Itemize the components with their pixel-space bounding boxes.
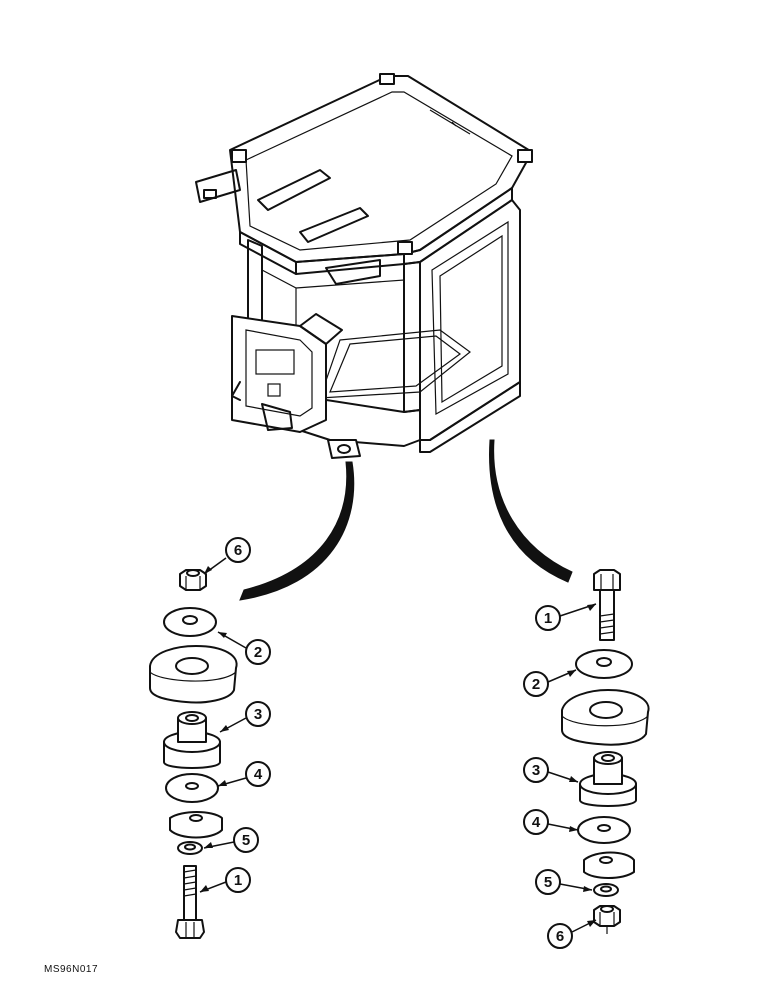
- cab-frame: [195, 73, 533, 459]
- left-transfer-arrow: [239, 461, 355, 601]
- callout-left-4-label: 4: [254, 766, 263, 783]
- callout-right-2-label: 2: [532, 676, 540, 693]
- callout-left-5-label: 5: [242, 832, 250, 849]
- right-washer-2: [575, 649, 633, 679]
- callout-left-6: 6: [203, 537, 251, 575]
- right-bolt: [593, 569, 621, 641]
- right-washer-4: [577, 816, 631, 844]
- right-isolator-pad: [561, 689, 650, 746]
- left-mount-stack: [149, 569, 238, 939]
- left-bushing-3: [163, 711, 221, 769]
- left-washer-5: [177, 841, 203, 855]
- left-washer-4: [165, 773, 219, 803]
- callout-left-1: 1: [199, 867, 251, 893]
- callout-right-5: 5: [535, 869, 593, 895]
- callout-left-4: 4: [217, 761, 271, 787]
- callout-right-4-label: 4: [532, 814, 541, 831]
- left-washer-2: [163, 607, 217, 637]
- callout-left-3: 3: [219, 701, 271, 733]
- callout-left-6-label: 6: [234, 542, 242, 559]
- left-lower-pad: [169, 811, 223, 839]
- right-mount-stack: [561, 569, 650, 934]
- callout-right-2: 2: [523, 669, 577, 697]
- callout-right-1: 1: [535, 603, 597, 631]
- right-washer-5: [593, 883, 619, 897]
- left-isolator-pad: [149, 645, 238, 704]
- callout-left-1-label: 1: [234, 872, 242, 889]
- callout-right-6: 6: [547, 919, 597, 949]
- right-transfer-arrow: [489, 439, 573, 583]
- callout-right-6-label: 6: [556, 928, 564, 945]
- left-nut: [179, 569, 207, 591]
- drawing-code: MS96N017: [44, 964, 99, 975]
- callout-right-4: 4: [523, 809, 579, 835]
- right-nut: [593, 905, 621, 934]
- callout-right-5-label: 5: [544, 874, 552, 891]
- callout-right-3-label: 3: [532, 762, 540, 779]
- callout-left-5: 5: [203, 827, 259, 853]
- right-bushing-3: [579, 751, 637, 807]
- callout-right-3: 3: [523, 757, 579, 783]
- right-lower-pad: [583, 851, 635, 879]
- callout-left-3-label: 3: [254, 706, 262, 723]
- callout-left-2: 2: [217, 631, 271, 665]
- callout-right-1-label: 1: [544, 610, 552, 627]
- transfer-arrows: [239, 439, 573, 601]
- callouts-left: 6 2 3 4 5 1: [199, 537, 271, 893]
- left-bolt: [175, 865, 205, 939]
- callouts-right: 1 2 3 4 5 6: [523, 603, 597, 949]
- callout-left-2-label: 2: [254, 644, 262, 661]
